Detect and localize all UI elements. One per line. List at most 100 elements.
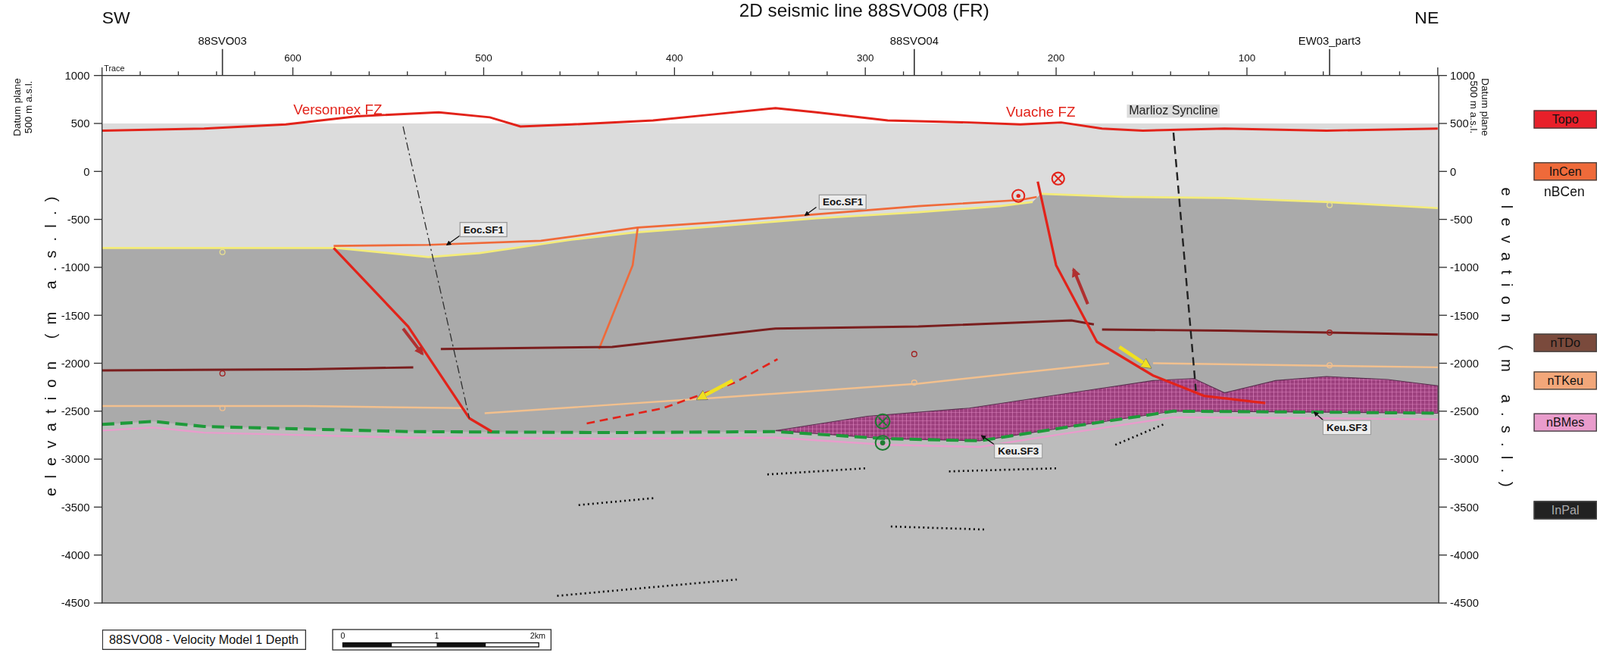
dashed-fault (586, 359, 778, 424)
elevation-tick: -3000 (1450, 453, 1479, 466)
elevation-tick: -2500 (61, 405, 91, 418)
elevation-tick: -4500 (61, 596, 91, 610)
legend-entry: nBCen (1533, 183, 1595, 199)
base-cenozoic (102, 202, 1033, 258)
scale-label: 2km (530, 632, 546, 642)
scale-bar (436, 643, 486, 647)
plot-frame (102, 75, 1439, 604)
leader-arrow (805, 206, 817, 216)
dogger-horizon (102, 367, 414, 371)
dogger-horizon (1102, 329, 1438, 335)
horizon-callout: Eoc.SF1 (818, 194, 868, 210)
leader-arrow (981, 435, 996, 445)
well-name: EW03_part3 (1298, 34, 1361, 47)
structure-name: Vuache FZ (1006, 104, 1076, 121)
trace-number: 100 (1238, 52, 1256, 64)
well-name: 88SVO03 (198, 34, 247, 47)
scale-label: 0 (340, 632, 346, 642)
well-tick (222, 49, 1330, 76)
title: 2D seismic line 88SVO08 (FR) (739, 0, 990, 22)
trace-number: 400 (665, 52, 683, 64)
scale-bar (343, 643, 393, 647)
caption-box: 88SVO08 - Velocity Model 1 Depth (102, 629, 307, 650)
legend-text: nTDo (1550, 335, 1581, 350)
vuache-fault (1037, 181, 1266, 404)
legend-swatch: Topo (1533, 109, 1597, 129)
box-text: 88SVO08 - Velocity Model 1 Depth (109, 632, 299, 647)
legend-swatch: nTKeu (1533, 371, 1597, 390)
legend-entry: nBMes (1533, 413, 1597, 432)
keuper-horizon (1153, 363, 1438, 368)
elevation-tick: -3000 (61, 453, 91, 466)
elevation-tick: -3500 (1450, 500, 1479, 513)
fault-arrow (1119, 346, 1150, 368)
syncline-axis (1173, 132, 1197, 391)
green-detachment (102, 411, 1438, 441)
elevation-tick: 500 (1450, 117, 1469, 130)
elevation-tick: -1500 (61, 309, 91, 322)
legend-text: InCen (1549, 164, 1582, 179)
axis-title: Trace (103, 65, 125, 75)
horizon-callout: Keu.SF3 (993, 443, 1044, 459)
elevation-tick: -2000 (1450, 356, 1479, 369)
elevation-tick: -500 (1450, 212, 1473, 225)
dash-dot-line (403, 126, 470, 419)
elevation-tick: -1500 (1450, 309, 1479, 322)
versonnex-fault (333, 247, 492, 432)
legend-swatch: nBMes (1533, 413, 1597, 432)
elevation-tick: -2500 (1450, 405, 1479, 418)
legend-text: Topo (1552, 112, 1579, 127)
legend-swatch: InPal (1533, 500, 1597, 519)
legend-swatch: nTDo (1533, 333, 1597, 352)
horizon-callout: Keu.SF3 (1322, 419, 1372, 435)
axis-title: elevation (m a.s.l.) (42, 187, 60, 497)
structure-name: Marlioz Syncline (1126, 104, 1220, 119)
elevation-tick: -4000 (1450, 549, 1479, 562)
elevation-tick: 1000 (1450, 69, 1475, 82)
legend-entry: InPal (1533, 500, 1597, 519)
fault-arrow (403, 328, 423, 355)
elevation-tick: 0 (83, 165, 90, 178)
fault-arrow (697, 380, 733, 399)
elevation-tick: -1000 (1450, 261, 1479, 274)
legend-swatch: InCen (1533, 162, 1597, 181)
trace-number: 200 (1047, 52, 1065, 64)
fault-arrow (1073, 269, 1088, 305)
reflector-trace (556, 424, 1163, 596)
well-name: 88SVO04 (890, 34, 939, 47)
legend-entry: nTDo (1533, 333, 1597, 352)
keuper-horizon (102, 406, 465, 409)
horizon-callout: Eoc.SF1 (459, 221, 508, 238)
datum-note: Datum plane 500 m a.s.l. (11, 71, 35, 143)
direction-label: SW (102, 9, 131, 29)
base-cenozoic (1040, 193, 1438, 209)
elevation-tick: -2000 (61, 356, 91, 369)
elevation-tick: 0 (1450, 165, 1457, 178)
pick-marker (219, 202, 1332, 411)
elevation-tick: -1000 (61, 261, 91, 274)
trace-number: 600 (284, 52, 301, 64)
axis-ticks (93, 67, 1447, 604)
axis-title: elevation (m a.s.l.) (1497, 187, 1515, 497)
dogger-horizon (440, 320, 1094, 350)
elevation-tick: -3500 (61, 500, 91, 513)
scale-bar (343, 643, 540, 647)
ground-lower (102, 123, 1439, 604)
elevation-tick: 500 (71, 117, 91, 130)
legend-text: nTKeu (1546, 373, 1584, 388)
mesozoic-fill (102, 193, 1438, 441)
scale-box (332, 629, 551, 650)
legend-entry: InCen (1533, 162, 1597, 181)
eocene-horizon (333, 196, 1037, 247)
legend-text: InPal (1551, 503, 1580, 518)
orange-fault (599, 227, 638, 349)
trace-number: 300 (856, 52, 874, 64)
elevation-tick: -4500 (1450, 596, 1479, 610)
datum-note: Datum plane 500 m a.s.l. (1468, 71, 1491, 143)
legend-text: nBCen (1533, 183, 1595, 199)
legend-entry: Topo (1533, 109, 1597, 129)
scale-label: 1 (434, 632, 439, 642)
legend-text: nBMes (1546, 415, 1585, 430)
